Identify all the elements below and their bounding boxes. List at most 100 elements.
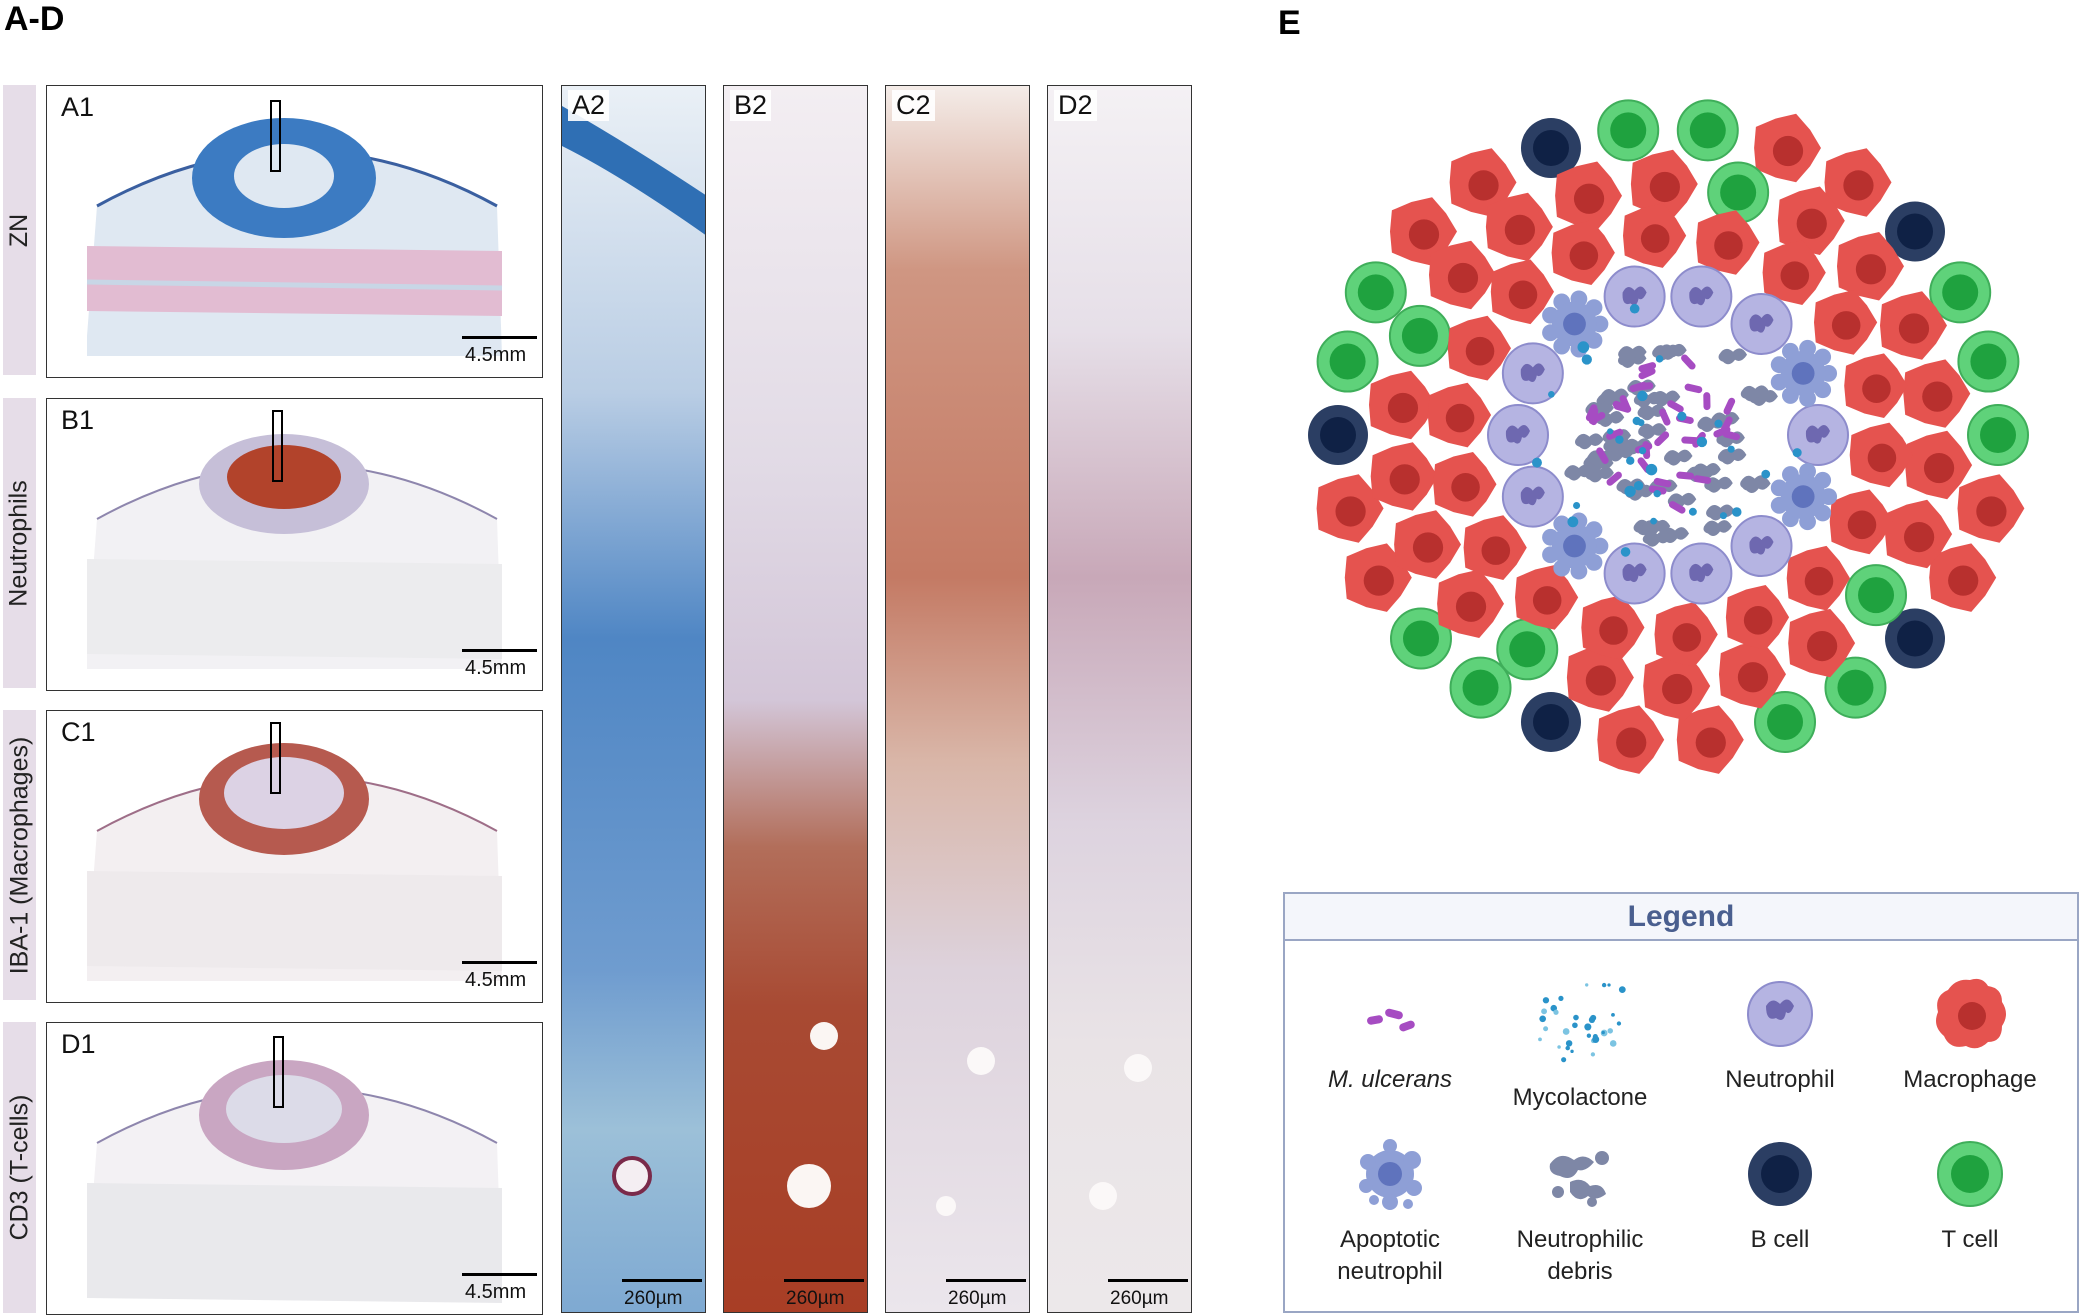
apoptotic-neutrophil-icon	[1359, 1139, 1422, 1210]
macrophage-cell	[1429, 240, 1496, 310]
legend-item-macrophage: Macrophage	[1875, 974, 2065, 1096]
macrophage-cell	[1369, 370, 1436, 440]
macrophage-cell	[1957, 474, 2025, 543]
t-cell	[1957, 330, 2020, 393]
neutrophil-cell	[1730, 292, 1793, 355]
legend-item-apoptotic-neutrophil: Apoptotic neutrophil	[1295, 1134, 1485, 1288]
b-cell	[1308, 405, 1368, 465]
panel-c1: C1 4.5mm	[46, 710, 543, 1003]
t-cell	[1967, 404, 2029, 466]
macrophage-cell	[1316, 474, 1384, 543]
strip-d2: D2 260µm	[1047, 85, 1192, 1313]
macrophage-cell	[1824, 148, 1892, 217]
macrophage-cell	[1555, 161, 1622, 230]
scale-text-a2: 260µm	[624, 1288, 683, 1309]
macrophage-cell	[1447, 315, 1511, 381]
strip-a2: A2 260µm	[561, 85, 706, 1313]
t-cell	[1676, 99, 1739, 162]
macrophage-cell	[1719, 640, 1786, 709]
neutrophil-icon	[1747, 981, 1813, 1047]
macrophage-cell	[1762, 240, 1826, 305]
macrophage-cell	[1777, 186, 1845, 255]
strip-b2: B2 260µm	[723, 85, 868, 1313]
panel-label-b2: B2	[730, 90, 772, 121]
strip-b2-tissue	[724, 86, 867, 1312]
legend-title: Legend	[1285, 894, 2077, 941]
neutrophilic-debris-icon	[1549, 1151, 1609, 1207]
macrophage-cell	[1344, 543, 1412, 612]
macrophage-cell	[1696, 210, 1760, 275]
macrophage-cell	[1676, 705, 1744, 774]
scale-text-c1: 4.5mm	[465, 969, 527, 991]
apoptotic-neutrophil-cell	[1542, 290, 1609, 358]
macrophage-cell	[1885, 499, 1953, 569]
scale-bar-b2	[784, 1279, 864, 1282]
neutrophil-cell	[1670, 542, 1733, 605]
strip-d2-tissue	[1048, 86, 1191, 1312]
t-cell	[1754, 690, 1817, 753]
panel-label-a2: A2	[568, 90, 610, 121]
macrophage-cell	[1463, 515, 1527, 580]
row-label-t-cells: CD3 (T-cells)	[3, 1022, 36, 1313]
b-cell-icon	[1748, 1142, 1812, 1206]
scale-bar-a2	[622, 1279, 702, 1282]
macrophage-cell	[1905, 430, 1973, 500]
macrophage-cell	[1725, 585, 1790, 650]
scale-bar-a1	[462, 336, 537, 339]
t-cell	[1388, 304, 1451, 367]
legend: Legend M. ulcerans Mycolactone Neutrophi…	[1283, 892, 2079, 1313]
scale-bar-c1	[462, 961, 537, 964]
b-cell	[1885, 608, 1946, 669]
t-cell	[1597, 99, 1660, 162]
macrophage-cell	[1837, 232, 1904, 301]
panel-a1: A1 4.5mm	[46, 85, 543, 378]
apoptotic-neutrophil-cell	[1542, 512, 1609, 580]
macrophage-cell	[1654, 602, 1718, 667]
legend-item-t-cell: T cell	[1875, 1134, 2065, 1256]
panel-a1-tissue	[86, 100, 503, 356]
macrophage-cell	[1903, 359, 1971, 428]
macrophage-cell	[1844, 353, 1908, 418]
macrophage-cell	[1630, 149, 1698, 219]
macrophage-cell	[1390, 197, 1457, 266]
panel-label-d1: D1	[57, 1029, 100, 1060]
macrophage-cell	[1754, 113, 1821, 183]
scale-text-d1: 4.5mm	[465, 1281, 527, 1303]
legend-item-mycolactone: Mycolactone	[1485, 972, 1675, 1114]
panel-d1: D1 4.5mm	[46, 1022, 543, 1315]
neutrophil-cell	[1603, 265, 1666, 328]
scale-text-b2: 260µm	[786, 1288, 845, 1309]
t-cell-icon	[1937, 1141, 2003, 1207]
panel-c1-tissue	[87, 722, 502, 981]
macrophage-cell	[1394, 510, 1461, 579]
neutrophil-cell	[1670, 265, 1733, 328]
t-cell	[1824, 656, 1887, 719]
scale-bar-d2	[1108, 1279, 1188, 1282]
neutrophil-cell	[1730, 515, 1793, 578]
macrophage-cell	[1623, 203, 1687, 268]
legend-item-neutrophil: Neutrophil	[1685, 974, 1875, 1096]
panel-label-a1: A1	[57, 92, 99, 123]
panel-label-c2: C2	[892, 90, 935, 121]
neutrophil-cell	[1501, 465, 1564, 528]
macrophage-cell	[1515, 565, 1579, 630]
panel-b1: B1 4.5mm	[46, 398, 543, 691]
legend-item-m-ulcerans: M. ulcerans	[1295, 984, 1485, 1096]
neutrophil-cell	[1501, 342, 1564, 405]
scale-bar-b1	[462, 649, 537, 652]
t-cell	[1344, 261, 1407, 324]
strip-c2-tissue	[886, 86, 1029, 1312]
row-label-macrophages: IBA-1 (Macrophages)	[3, 710, 36, 1000]
legend-item-b-cell: B cell	[1685, 1134, 1875, 1256]
figure-label-e: E	[1278, 4, 1301, 42]
scale-bar-c2	[946, 1279, 1026, 1282]
panel-label-d2: D2	[1054, 90, 1097, 121]
b-cell	[1885, 201, 1946, 262]
macrophage-cell	[1788, 608, 1856, 678]
neutrophil-cell	[1603, 542, 1666, 605]
scale-text-c2: 260µm	[948, 1288, 1007, 1309]
apoptotic-neutrophil-cell	[1770, 339, 1838, 407]
b-cell	[1520, 118, 1581, 179]
m-ulcerans-cluster	[1585, 354, 1741, 514]
macrophage-cell	[1643, 651, 1711, 721]
